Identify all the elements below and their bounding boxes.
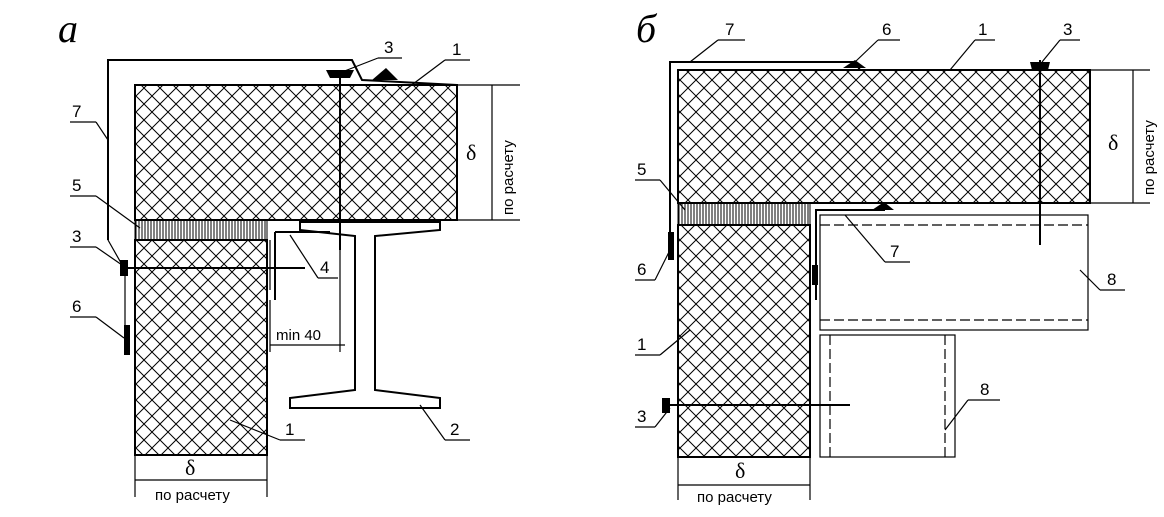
wall-panel [134, 239, 268, 456]
callout-a-2: 2 [450, 420, 459, 439]
seal-strip-b [677, 202, 811, 226]
callout-a-1-bottom: 1 [285, 420, 294, 439]
beam-upper [819, 214, 1089, 331]
callout-a-5: 5 [72, 176, 81, 195]
panel-b: б δ по расчету δ п [635, 6, 1158, 506]
rivet [124, 325, 130, 355]
seal-strip [134, 219, 268, 241]
callout-b-3-top: 3 [1063, 20, 1072, 39]
callout-a-3-top: 3 [384, 38, 393, 57]
dim-a-vert: по расчету [500, 140, 517, 215]
dim-a-horiz: по расчету [155, 487, 230, 504]
callout-b-8-lower: 8 [980, 380, 989, 399]
delta-a-vert: δ [466, 140, 476, 165]
panel-b-letter: б [636, 6, 658, 51]
wall-panel-b [677, 224, 811, 458]
callout-a-7: 7 [72, 102, 81, 121]
flashing [107, 59, 458, 240]
delta-a-horiz: δ [185, 455, 195, 480]
callout-a-3-left: 3 [72, 227, 81, 246]
callout-b-8-upper: 8 [1107, 270, 1116, 289]
dim-min40: min 40 [276, 327, 321, 344]
panel-a-letter: а [58, 6, 78, 51]
callout-a-1-top: 1 [452, 40, 461, 59]
callout-b-1-left: 1 [637, 335, 646, 354]
column-lower [819, 334, 956, 458]
callout-a-6: 6 [72, 297, 81, 316]
panel-a: а δ по расчету δ по расчету [58, 6, 520, 504]
callout-b-6-top: 6 [882, 20, 891, 39]
delta-b-horiz: δ [735, 458, 745, 483]
i-beam [289, 221, 441, 409]
delta-b-vert: δ [1108, 130, 1118, 155]
callout-b-6-left: 6 [637, 260, 646, 279]
roof-panel-b [677, 69, 1091, 204]
dim-b-vert: по расчету [1141, 120, 1158, 195]
callout-b-1-top: 1 [978, 20, 987, 39]
dim-b-horiz: по расчету [697, 489, 772, 506]
roof-panel [134, 84, 458, 221]
callout-b-7-top: 7 [725, 20, 734, 39]
callout-b-5: 5 [637, 160, 646, 179]
callout-a-4: 4 [320, 258, 329, 277]
callout-b-7-mid: 7 [890, 242, 899, 261]
callout-b-3-bottom: 3 [637, 407, 646, 426]
